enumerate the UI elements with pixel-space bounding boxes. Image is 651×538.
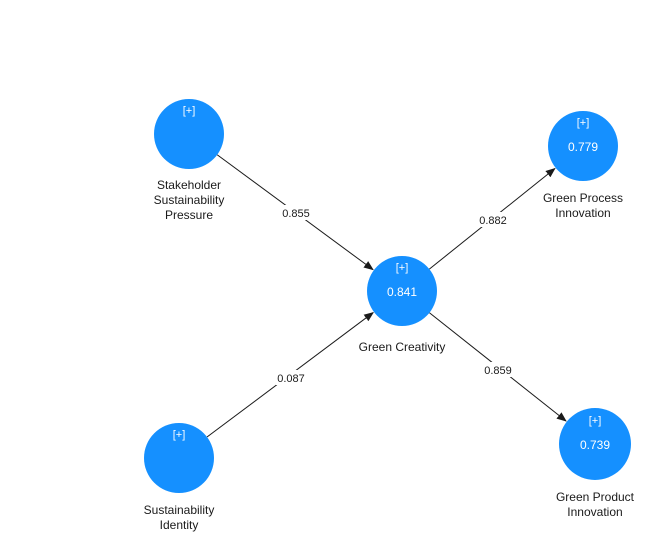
construct-label-line: Sustainability [154, 193, 225, 207]
path-coefficient-label: 0.882 [479, 215, 507, 227]
coefficient-label-background [276, 370, 306, 385]
construct-nodes: [+]StakeholderSustainabilityPressure[+]S… [144, 99, 635, 532]
coefficient-label-background [281, 205, 311, 220]
construct-circle[interactable] [154, 99, 224, 169]
construct-circle[interactable] [548, 111, 618, 181]
path-coefficient-label: 0.859 [484, 365, 512, 377]
expand-toggle[interactable]: [+] [577, 117, 590, 129]
expand-toggle[interactable]: [+] [173, 429, 186, 441]
path-coefficient-label: 0.087 [277, 373, 305, 385]
construct-label-line: Stakeholder [157, 178, 221, 192]
r-squared-value: 0.779 [568, 140, 598, 154]
construct-label-line: Green Creativity [359, 340, 446, 354]
expand-toggle[interactable]: [+] [183, 105, 196, 117]
r-squared-value: 0.841 [387, 285, 417, 299]
construct-label-line: Innovation [555, 206, 610, 220]
path-edge-gc-gpi[interactable]: 0.882 [429, 167, 556, 270]
path-edges: 0.855 0.087 0.882 0.859 [206, 154, 567, 438]
path-edge-ssp-gc[interactable]: 0.855 [216, 154, 374, 271]
coefficient-label-background [483, 362, 513, 377]
expand-toggle[interactable]: [+] [396, 262, 409, 274]
construct-label-line: Pressure [165, 208, 213, 222]
construct-label-line: Identity [160, 518, 199, 532]
construct-label-line: Sustainability [144, 503, 215, 517]
construct-label-line: Green Process [543, 191, 623, 205]
path-edge-si-gc[interactable]: 0.087 [206, 311, 374, 438]
path-edge-gc-gpdi[interactable]: 0.859 [429, 312, 567, 422]
construct-circle[interactable] [144, 423, 214, 493]
construct-circle[interactable] [367, 256, 437, 326]
construct-label-line: Innovation [567, 505, 622, 519]
construct-circle[interactable] [559, 408, 631, 480]
expand-toggle[interactable]: [+] [589, 415, 602, 427]
path-coefficient-label: 0.855 [282, 208, 310, 220]
r-squared-value: 0.739 [580, 438, 610, 452]
construct-label-line: Green Product [556, 490, 635, 504]
coefficient-label-background [478, 212, 508, 227]
